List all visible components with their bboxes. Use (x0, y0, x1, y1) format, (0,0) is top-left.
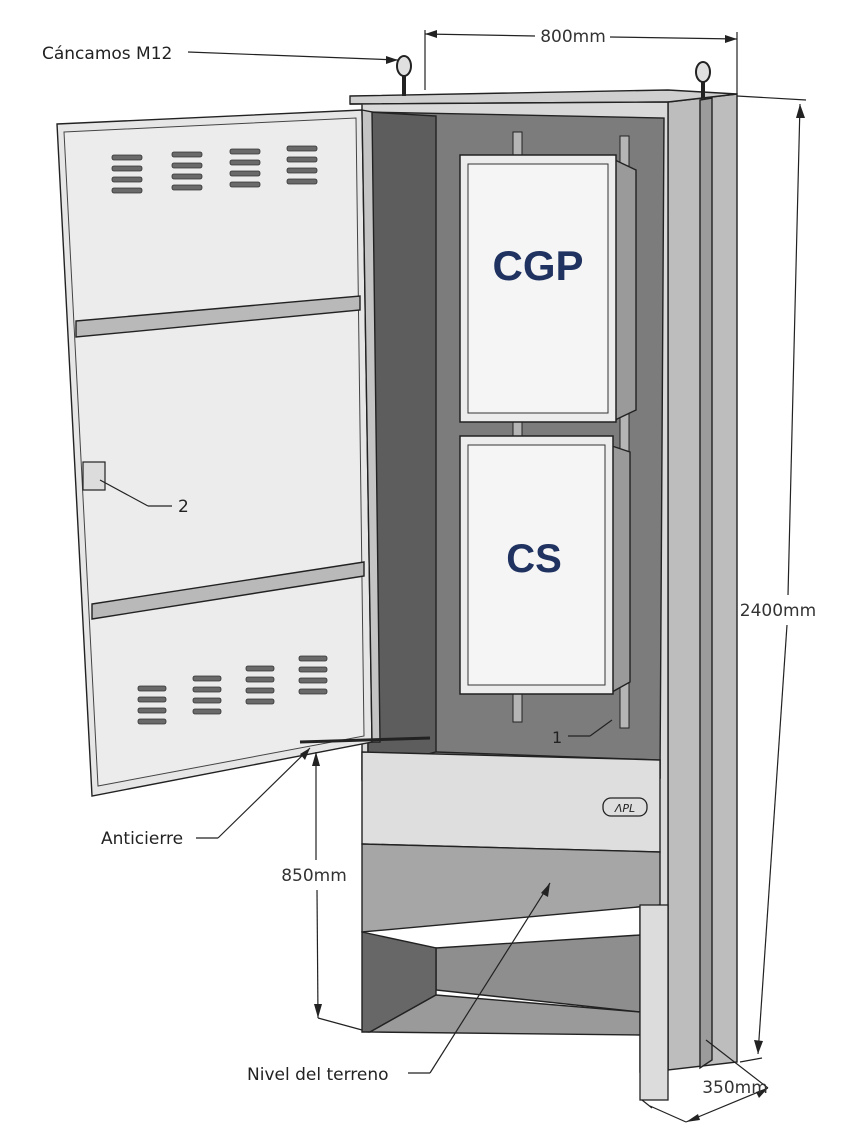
brand-logo-mark: ΛPL (614, 802, 635, 815)
cgp-module-label: CGP (492, 242, 583, 289)
din-rail-left (512, 131, 523, 723)
door-stiffener-upper (75, 295, 361, 338)
brand-logo-badge (602, 797, 648, 817)
callout-rail: 1 (552, 719, 613, 747)
dimension-depth: 350mm (641, 1039, 769, 1123)
dimension-width-label: 800mm (540, 27, 606, 47)
eyebolt-right (695, 61, 711, 98)
callout-eyebolts-label: Cáncamos M12 (42, 44, 172, 64)
base-front-band (361, 843, 661, 933)
callout-eyebolts: Cáncamos M12 (42, 44, 399, 64)
eyebolt-left (396, 55, 412, 96)
dimension-width: 800mm (424, 27, 738, 94)
dimension-depth-label: 350mm (702, 1078, 768, 1098)
base-right-leg (639, 904, 669, 1101)
dimension-base-height: 850mm (281, 752, 363, 1031)
callout-lock: 2 (99, 479, 189, 517)
door-lock (82, 461, 106, 491)
door-vents-lower (137, 655, 328, 725)
callout-ground-level: Nivel del terreno (247, 882, 551, 1085)
cgp-module-face (467, 163, 609, 414)
cs-module-side (611, 445, 631, 694)
cgp-module-side (614, 158, 637, 422)
dimension-base-height-label: 850mm (281, 866, 347, 886)
callout-anti-close: Anticierre (101, 747, 311, 849)
door-edge (361, 109, 381, 743)
callout-rail-number: 1 (552, 728, 562, 747)
dimension-height: 2400mm (736, 95, 816, 1063)
dimension-height-label: 2400mm (740, 601, 816, 621)
cs-module-label: CS (506, 537, 562, 581)
door-vents-upper (111, 145, 318, 194)
callout-ground-level-label: Nivel del terreno (247, 1065, 389, 1085)
callout-anti-close-label: Anticierre (101, 829, 183, 849)
din-rail-right (619, 135, 630, 729)
door-stiffener-lower (91, 561, 365, 620)
anti-close-bar (299, 736, 431, 744)
door-inner-panel (63, 117, 365, 787)
cs-module-face (467, 444, 606, 686)
cabinet-side-edge (699, 97, 713, 1070)
callout-lock-number: 2 (178, 497, 189, 517)
